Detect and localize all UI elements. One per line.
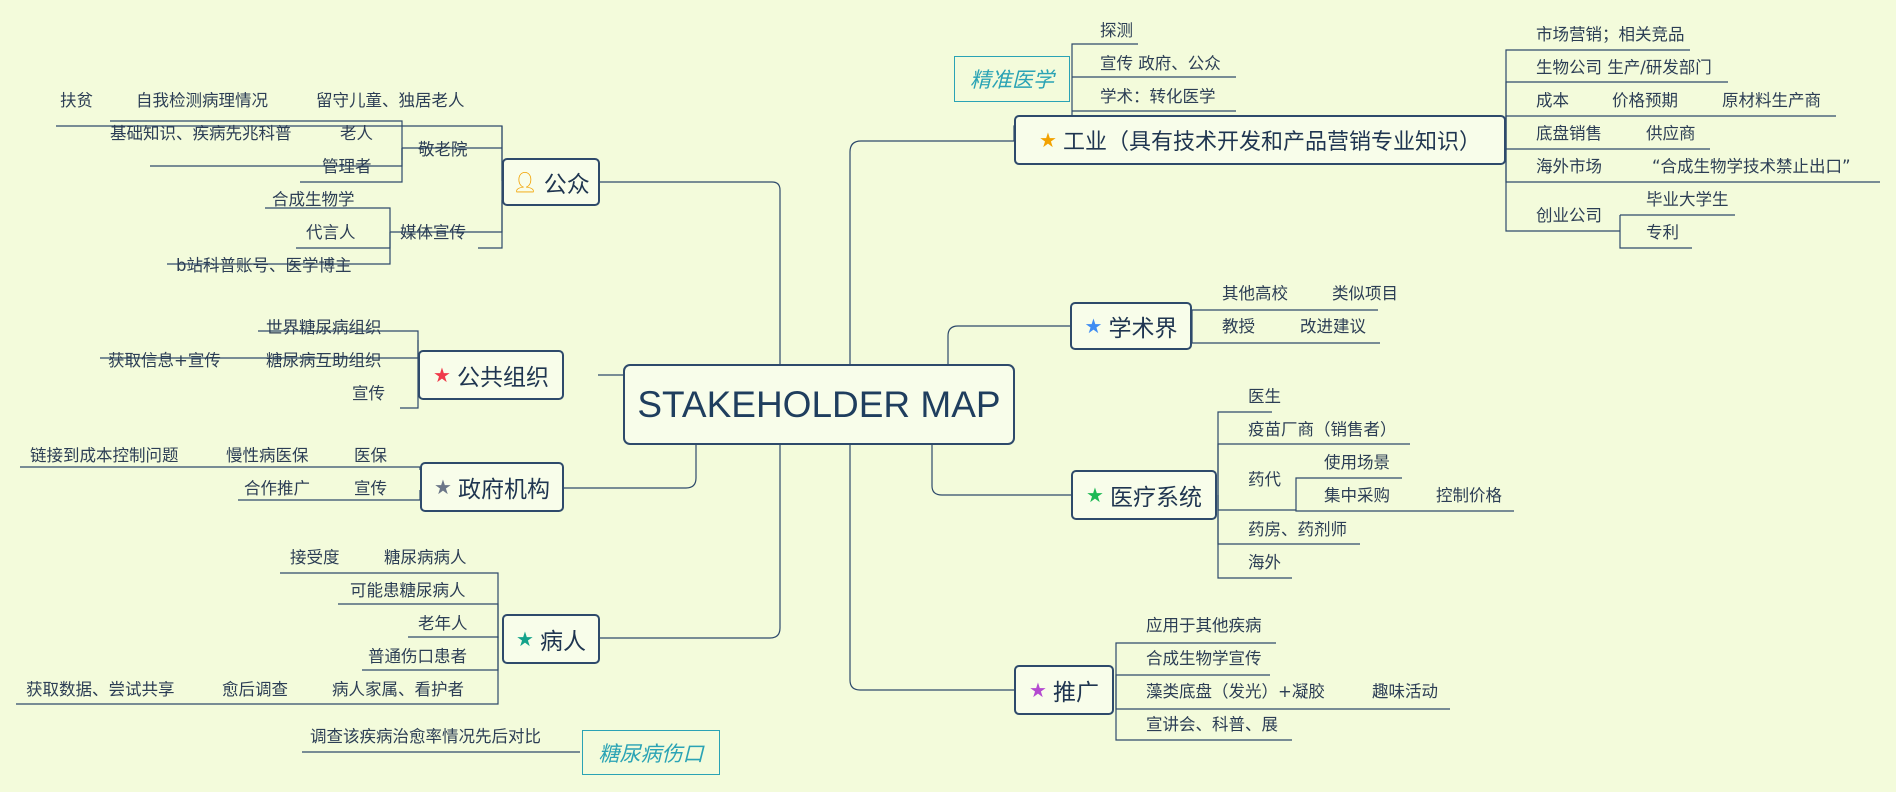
center-node[interactable]: STAKEHOLDER MAP — [623, 364, 1015, 445]
branch-label: 推广 — [1052, 680, 1099, 706]
node-label[interactable]: 学术：转化医学 — [1100, 87, 1216, 106]
node-label[interactable]: 药代 — [1248, 470, 1281, 489]
person-icon: 👤︎ — [512, 170, 538, 194]
node-label[interactable]: 趣味活动 — [1372, 682, 1438, 701]
node-label[interactable]: 生物公司 生产/研发部门 — [1536, 58, 1712, 77]
node-label[interactable]: 教授 — [1222, 317, 1255, 336]
node-label[interactable]: 探测 — [1100, 21, 1133, 40]
node-label[interactable]: 应用于其他疾病 — [1146, 616, 1262, 635]
star-icon: ★ — [1084, 314, 1103, 338]
node-label[interactable]: 价格预期 — [1612, 91, 1678, 110]
node-label[interactable]: 医保 — [354, 446, 387, 465]
node-label[interactable]: 药房、药剂师 — [1248, 520, 1347, 539]
node-label[interactable]: 其他高校 — [1222, 284, 1288, 303]
branch-government[interactable]: ★ 政府机构 — [420, 462, 564, 512]
node-label[interactable]: 代言人 — [306, 223, 356, 242]
node-label[interactable]: 敬老院 — [418, 140, 468, 159]
node-label[interactable]: 市场营销；相关竞品 — [1536, 25, 1685, 44]
node-label[interactable]: 糖尿病互助组织 — [266, 351, 382, 370]
node-label[interactable]: 底盘销售 — [1536, 124, 1602, 143]
node-label[interactable]: 合作推广 — [244, 479, 310, 498]
node-label[interactable]: b站科普账号、医学博主 — [176, 256, 352, 275]
floating-topic-wound[interactable]: 糖尿病伤口 — [582, 730, 720, 775]
node-label[interactable]: 类似项目 — [1332, 284, 1398, 303]
node-label[interactable]: 普通伤口患者 — [368, 647, 467, 666]
node-label[interactable]: 留守儿童、独居老人 — [316, 91, 465, 110]
node-label[interactable]: 宣传 政府、公众 — [1100, 54, 1221, 73]
node-label[interactable]: 获取数据、尝试共享 — [26, 680, 175, 699]
branch-medical[interactable]: ★ 医疗系统 — [1071, 470, 1217, 520]
branch-label: 政府机构 — [457, 477, 550, 503]
star-icon: ★ — [516, 627, 534, 651]
node-label[interactable]: 合成生物学宣传 — [1146, 649, 1262, 668]
node-label[interactable]: 创业公司 — [1536, 206, 1602, 225]
node-label[interactable]: 媒体宣传 — [400, 223, 466, 242]
branch-promotion[interactable]: ★ 推广 — [1014, 665, 1114, 715]
node-label[interactable]: 慢性病医保 — [226, 446, 309, 465]
branch-industry[interactable]: ★ 工业（具有技术开发和产品营销专业知识） — [1014, 115, 1506, 165]
node-label[interactable]: 获取信息+宣传 — [108, 351, 221, 370]
node-label[interactable]: 海外 — [1248, 553, 1281, 572]
node-label[interactable]: 专利 — [1646, 223, 1679, 242]
node-label[interactable]: 调查该疾病治愈率情况先后对比 — [310, 727, 541, 746]
node-label[interactable]: 合成生物学 — [272, 190, 355, 209]
branch-academia[interactable]: ★ 学术界 — [1070, 302, 1192, 350]
node-label[interactable]: 宣传 — [354, 479, 387, 498]
branch-label: 病人 — [539, 629, 586, 655]
node-label[interactable]: 链接到成本控制问题 — [30, 446, 179, 465]
node-label[interactable]: 海外市场 — [1536, 157, 1602, 176]
node-label[interactable]: 疫苗厂商（销售者） — [1248, 420, 1397, 439]
node-label[interactable]: 糖尿病病人 — [384, 548, 467, 567]
node-label[interactable]: 成本 — [1536, 91, 1569, 110]
node-label[interactable]: 世界糖尿病组织 — [266, 318, 382, 337]
node-label[interactable]: “合成生物学技术禁止出口” — [1652, 157, 1851, 176]
node-label[interactable]: 宣传 — [352, 384, 385, 403]
node-label[interactable]: 老人 — [340, 124, 373, 143]
node-label[interactable]: 管理者 — [322, 157, 372, 176]
branch-label: 公共组织 — [456, 365, 549, 391]
node-label[interactable]: 自我检测病理情况 — [136, 91, 268, 110]
node-label[interactable]: 控制价格 — [1436, 486, 1502, 505]
star-icon: ★ — [433, 363, 451, 387]
star-icon: ★ — [1086, 483, 1104, 507]
node-label[interactable]: 藻类底盘（发光）+凝胶 — [1146, 682, 1325, 701]
branch-label: 学术界 — [1108, 316, 1178, 342]
branch-label: 公众 — [543, 172, 590, 198]
node-label[interactable]: 接受度 — [290, 548, 340, 567]
node-label[interactable]: 病人家属、看护者 — [332, 680, 464, 699]
floating-topic-precision[interactable]: 精准医学 — [954, 56, 1070, 102]
node-label[interactable]: 供应商 — [1646, 124, 1696, 143]
star-icon: ★ — [434, 475, 452, 499]
branch-public[interactable]: 👤︎ 公众 — [502, 158, 600, 206]
node-label[interactable]: 毕业大学生 — [1646, 190, 1729, 209]
branch-label: 工业（具有技术开发和产品营销专业知识） — [1062, 130, 1481, 155]
star-icon: ★ — [1039, 128, 1057, 152]
node-label[interactable]: 宣讲会、科普、展 — [1146, 715, 1278, 734]
branch-patient[interactable]: ★ 病人 — [502, 614, 600, 664]
branch-public-org[interactable]: ★ 公共组织 — [418, 350, 564, 400]
node-label[interactable]: 基础知识、疾病先兆科普 — [110, 124, 292, 143]
node-label[interactable]: 扶贫 — [60, 91, 93, 110]
node-label[interactable]: 改进建议 — [1300, 317, 1366, 336]
node-label[interactable]: 老年人 — [418, 614, 468, 633]
node-label[interactable]: 原材料生产商 — [1722, 91, 1821, 110]
node-label[interactable]: 医生 — [1248, 387, 1281, 406]
node-label[interactable]: 可能患糖尿病人 — [350, 581, 466, 600]
node-label[interactable]: 集中采购 — [1324, 486, 1390, 505]
node-label[interactable]: 愈后调查 — [222, 680, 288, 699]
node-label[interactable]: 使用场景 — [1324, 453, 1390, 472]
star-icon: ★ — [1029, 678, 1047, 702]
branch-label: 医疗系统 — [1109, 485, 1202, 511]
